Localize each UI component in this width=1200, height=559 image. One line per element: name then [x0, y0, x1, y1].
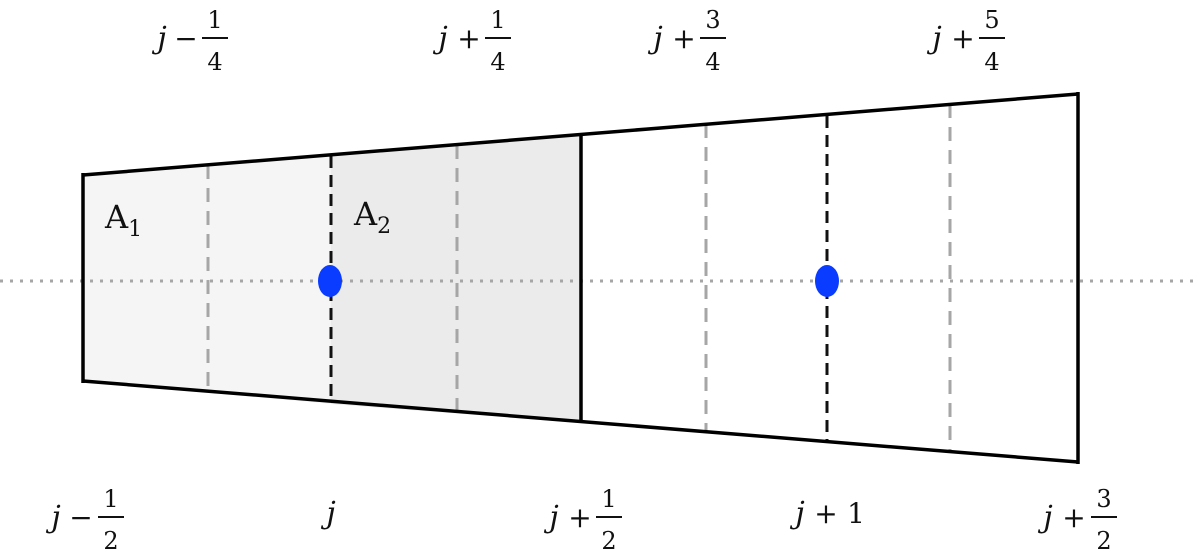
- cell-middle-fill: [331, 134, 581, 423]
- bottom-label-1-var: j: [45, 500, 60, 535]
- area-label-a2: A2: [353, 195, 391, 239]
- bottom-label-5-var: j: [1037, 500, 1052, 535]
- top-label-2-den: 4: [490, 48, 505, 76]
- top-label-3-num: 3: [705, 6, 720, 34]
- top-label-4-den: 4: [984, 48, 999, 76]
- bottom-label-4-whole: 1: [847, 497, 865, 530]
- bottom-label-1-op: −: [69, 501, 92, 534]
- top-label-j-plus-three-quarters: j + 3 4: [647, 6, 726, 76]
- bottom-label-1-num: 1: [103, 485, 118, 513]
- svg-text:A2: A2: [353, 195, 391, 239]
- node-dot-j: [318, 265, 342, 297]
- cell-left-fill: [83, 154, 331, 404]
- area-label-a2-sub: 2: [377, 214, 391, 239]
- top-label-1-op: −: [174, 22, 197, 55]
- top-label-j-minus-quarter: j − 1 4: [151, 6, 228, 76]
- top-label-4-num: 5: [984, 6, 999, 34]
- bottom-label-4-op: +: [814, 497, 837, 530]
- area-label-a2-base: A: [353, 195, 378, 233]
- node-dot-j-plus-1: [815, 265, 839, 297]
- bottom-label-1-den: 2: [103, 527, 118, 555]
- bottom-label-3-var: j: [543, 500, 558, 535]
- top-label-2-num: 1: [490, 6, 505, 34]
- bottom-label-j: j: [320, 496, 335, 531]
- bottom-label-5-den: 2: [1096, 527, 1111, 555]
- bottom-label-5-op: +: [1062, 501, 1085, 534]
- top-label-3-op: +: [672, 22, 695, 55]
- bottom-label-2-var: j: [320, 496, 335, 531]
- top-label-4-op: +: [951, 22, 974, 55]
- bottom-label-3-den: 2: [601, 527, 616, 555]
- svg-text:A1: A1: [104, 198, 142, 242]
- bottom-label-3-num: 1: [601, 485, 616, 513]
- bottom-label-j-minus-half: j − 1 2: [45, 485, 124, 555]
- top-label-3-var: j: [647, 21, 662, 56]
- top-label-3-den: 4: [705, 48, 720, 76]
- bottom-label-j-plus-three-halves: j + 3 2: [1037, 485, 1117, 555]
- bottom-label-j-plus-half: j + 1 2: [543, 485, 622, 555]
- quarter-dashed-lines: [206, 104, 952, 453]
- top-label-1-den: 4: [207, 48, 222, 76]
- top-label-j-plus-quarter: j + 1 4: [432, 6, 511, 76]
- top-label-2-op: +: [457, 22, 480, 55]
- area-label-a1-base: A: [104, 198, 129, 236]
- bottom-label-5-num: 3: [1096, 485, 1111, 513]
- area-label-a1: A1: [104, 198, 142, 242]
- trapezoid-outline: [81, 92, 1080, 464]
- top-label-1-var: j: [151, 21, 166, 56]
- top-label-j-plus-five-quarters: j + 5 4: [926, 6, 1005, 76]
- top-label-2-var: j: [432, 21, 447, 56]
- bottom-label-j-plus-one: j + 1: [789, 496, 865, 531]
- top-label-1-num: 1: [207, 6, 222, 34]
- top-label-4-var: j: [926, 21, 941, 56]
- bottom-label-3-op: +: [568, 501, 591, 534]
- bottom-label-4-var: j: [789, 496, 804, 531]
- area-label-a1-sub: 1: [128, 217, 142, 242]
